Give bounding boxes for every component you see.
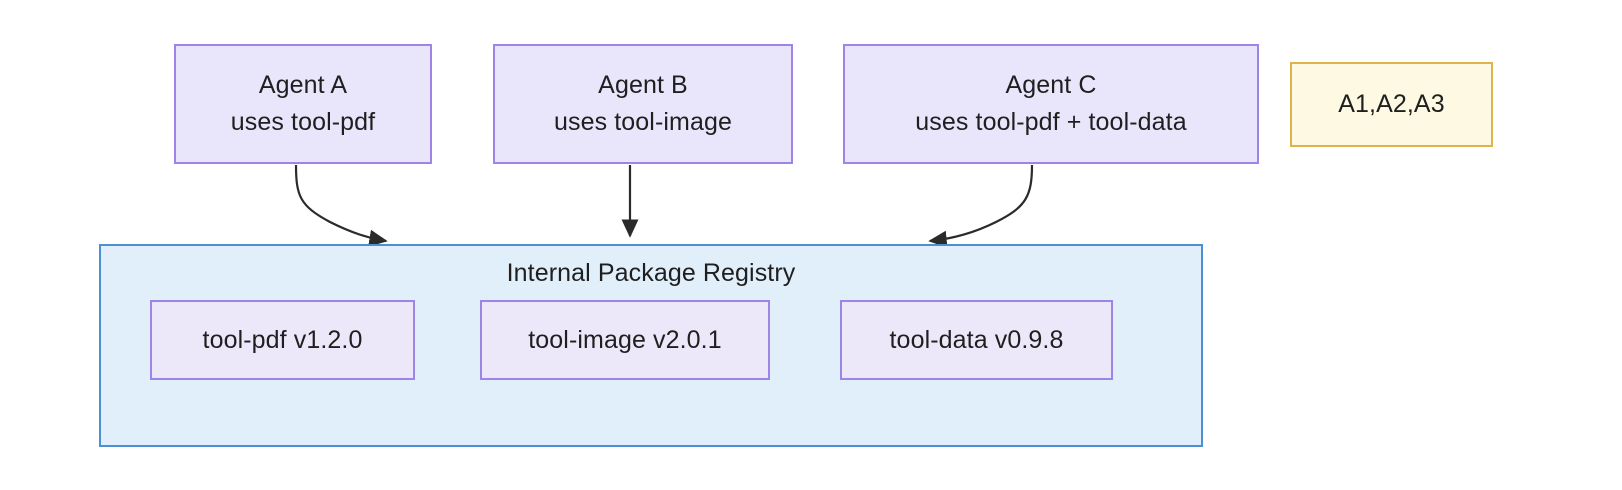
node-agent-c[interactable]: Agent C uses tool-pdf + tool-data bbox=[843, 44, 1259, 164]
node-note-a1a2a3[interactable]: A1,A2,A3 bbox=[1290, 62, 1493, 147]
node-agent-b-line1: Agent B bbox=[598, 71, 688, 99]
node-agent-a-line1: Agent A bbox=[258, 71, 348, 99]
node-agent-a[interactable]: Agent A uses tool-pdf bbox=[174, 44, 432, 164]
node-package-tool-image[interactable]: tool-image v2.0.1 bbox=[480, 300, 770, 380]
node-agent-a-line2: uses tool-pdf bbox=[230, 108, 376, 136]
node-agent-b-line2: uses tool-image bbox=[554, 108, 732, 136]
package-label-tool-image: tool-image v2.0.1 bbox=[528, 325, 722, 354]
node-package-tool-data[interactable]: tool-data v0.9.8 bbox=[840, 300, 1113, 380]
node-package-tool-pdf[interactable]: tool-pdf v1.2.0 bbox=[150, 300, 415, 380]
edge-agent-a-to-registry bbox=[294, 164, 388, 247]
node-agent-b[interactable]: Agent B uses tool-image bbox=[493, 44, 793, 164]
cluster-internal-package-registry[interactable]: Internal Package Registry tool-pdf v1.2.… bbox=[99, 244, 1203, 447]
node-agent-c-line2: uses tool-pdf + tool-data bbox=[915, 108, 1187, 136]
package-label-tool-data: tool-data v0.9.8 bbox=[889, 325, 1064, 354]
note-label: A1,A2,A3 bbox=[1338, 90, 1445, 118]
node-agent-c-line1: Agent C bbox=[1005, 71, 1097, 99]
edge-agent-c-to-registry bbox=[928, 164, 1034, 248]
package-label-tool-pdf: tool-pdf v1.2.0 bbox=[202, 325, 363, 354]
cluster-title: Internal Package Registry bbox=[506, 259, 796, 287]
